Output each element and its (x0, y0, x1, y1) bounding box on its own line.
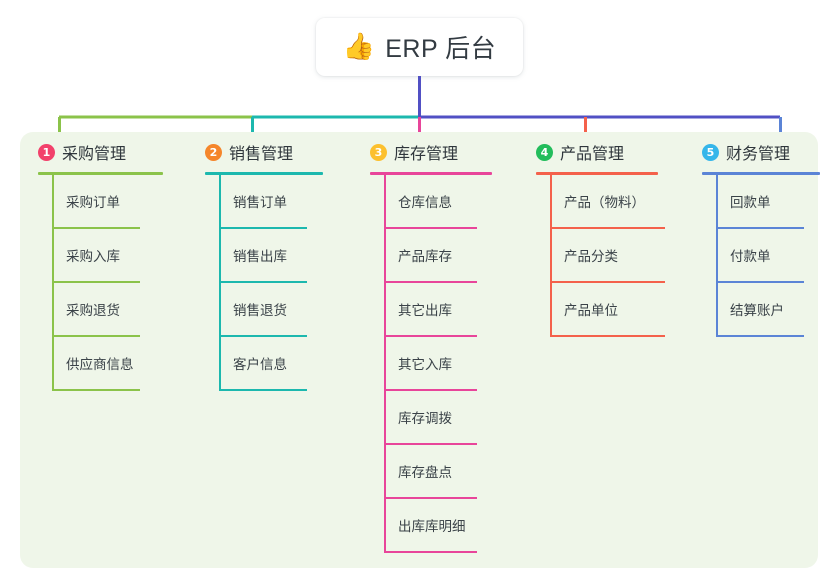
branch-3-item-underline (384, 335, 477, 337)
thumbs-up-icon: 👍 (342, 32, 376, 62)
branch-2-item-label: 销售订单 (233, 195, 287, 210)
branch-title-2: 销售管理 (229, 146, 294, 163)
branch-3-item-label: 仓库信息 (398, 195, 452, 210)
branch-1-item-underline (52, 389, 140, 391)
diagram-panel: 1 采购管理 采购订单采购入库采购退货供应商信息 2 销售管理 销售订单销售出库… (20, 132, 820, 568)
branch-2-item-underline (219, 281, 307, 283)
branch-3-item-underline (384, 281, 477, 283)
branch-header-5[interactable]: 5 财务管理 (702, 140, 790, 164)
branch-3-item-underline (384, 389, 477, 391)
branch-1-item-underline (52, 281, 140, 283)
branch-4-item-label: 产品单位 (564, 303, 618, 318)
branch-5-item-underline (716, 335, 804, 337)
branch-3-item-underline (384, 227, 477, 229)
branch-3-item-label: 其它入库 (398, 357, 452, 372)
branch-title-5: 财务管理 (726, 146, 791, 163)
branch-2-item-underline (219, 389, 307, 391)
branch-4-item-underline (550, 281, 665, 283)
branch-title-1: 采购管理 (62, 146, 127, 163)
branch-2-item-underline (219, 227, 307, 229)
branch-badge-5: 5 (702, 143, 719, 161)
branch-3-item-underline (384, 551, 477, 553)
branch-5-item-label: 结算账户 (730, 303, 784, 318)
branch-2-item-label: 客户信息 (233, 357, 287, 372)
branch-1-item-underline (52, 227, 140, 229)
branch-3-item-label: 产品库存 (398, 249, 452, 264)
branch-1-item-label: 采购订单 (66, 195, 120, 210)
branch-header-2[interactable]: 2 销售管理 (205, 140, 293, 164)
root-node-title: ERP 后台 (385, 35, 497, 63)
branch-title-4: 产品管理 (560, 146, 625, 163)
branch-2-item-label: 销售退货 (233, 303, 287, 318)
branch-1-item-label: 采购入库 (66, 249, 120, 264)
branch-3-item-label: 库存调拨 (398, 411, 452, 426)
branch-badge-3: 3 (370, 143, 387, 161)
branch-badge-4: 4 (536, 143, 553, 161)
branch-badge-1: 1 (38, 143, 55, 161)
branch-3-item-underline (384, 497, 477, 499)
branch-4-item-label: 产品分类 (564, 249, 618, 264)
branch-1-item-underline (52, 335, 140, 337)
branch-1-item-label: 供应商信息 (66, 357, 134, 372)
branch-badge-2: 2 (205, 143, 222, 161)
branch-5-item-underline (716, 281, 804, 283)
branch-3-item-label: 出库库明细 (398, 519, 466, 534)
branch-3-item-label: 其它出库 (398, 303, 452, 318)
branch-3-item-label: 库存盘点 (398, 465, 452, 480)
branch-4-item-underline (550, 335, 665, 337)
branch-3-item-underline (384, 443, 477, 445)
branch-title-3: 库存管理 (394, 146, 459, 163)
branch-4-item-label: 产品（物料） (564, 195, 645, 210)
branch-1-item-label: 采购退货 (66, 303, 120, 318)
branch-header-4[interactable]: 4 产品管理 (536, 140, 624, 164)
branch-4-item-underline (550, 227, 665, 229)
branch-5-item-label: 付款单 (730, 249, 771, 264)
branch-2-item-underline (219, 335, 307, 337)
root-node-erp-backend[interactable]: 👍 ERP 后台 (316, 18, 523, 76)
branch-5-item-label: 回款单 (730, 195, 771, 210)
branch-header-3[interactable]: 3 库存管理 (370, 140, 458, 164)
branch-2-item-label: 销售出库 (233, 249, 287, 264)
branch-header-1[interactable]: 1 采购管理 (38, 140, 126, 164)
branch-5-item-underline (716, 227, 804, 229)
